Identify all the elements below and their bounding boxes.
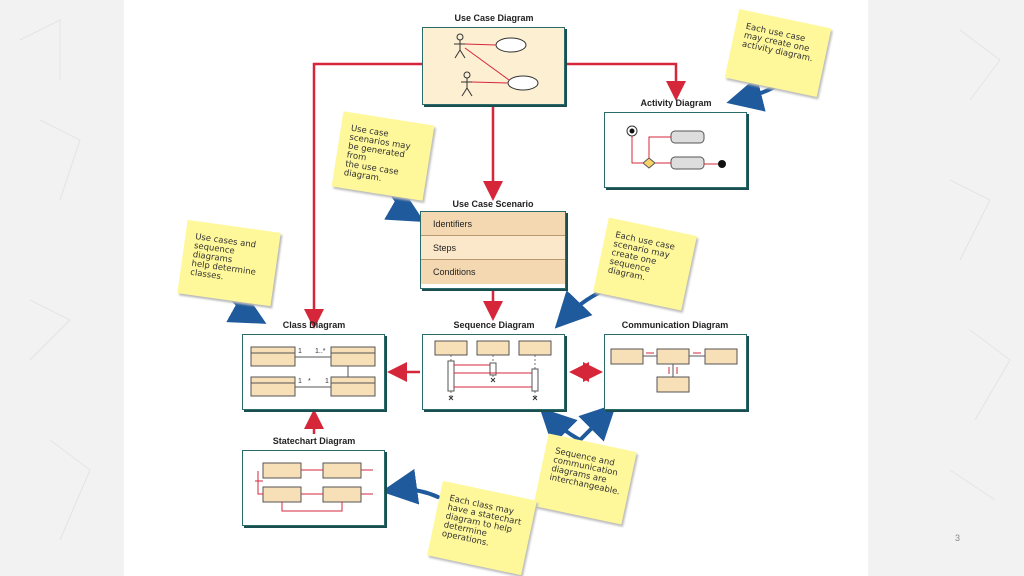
note-class: Use cases and sequence diagrams help det… — [177, 219, 281, 307]
page-number: 3 — [955, 533, 961, 543]
sequence-diagram-box — [422, 334, 565, 410]
use-case-diagram-box — [422, 27, 565, 105]
class-diagram-box: 1 1..* 1 * 1 — [242, 334, 385, 410]
sequence-diagram-title: Sequence Diagram — [453, 320, 535, 330]
communication-diagram-illustration — [610, 348, 738, 393]
communication-diagram-title: Communication Diagram — [621, 320, 729, 330]
communication-diagram-box — [604, 334, 747, 410]
sequence-diagram-illustration — [434, 340, 552, 401]
use-case-scenario-title: Use Case Scenario — [452, 199, 534, 209]
scenario-row-identifiers: Identifiers — [421, 212, 565, 236]
arrow-usecase-to-activity — [565, 62, 686, 101]
blue-arrow-interchange-right — [578, 403, 617, 442]
scenario-row-steps: Steps — [421, 236, 565, 260]
activity-diagram-title: Activity Diagram — [640, 98, 712, 108]
use-case-scenario-box: Identifiers Steps Conditions — [420, 211, 566, 289]
blue-arrow-interchange-left — [539, 407, 582, 446]
statechart-diagram-box — [242, 450, 385, 526]
class-diagram-illustration — [250, 346, 376, 397]
activity-diagram-box — [604, 112, 747, 188]
statechart-diagram-title: Statechart Diagram — [272, 436, 356, 446]
note-scenario: Use case scenarios may be generated from… — [331, 111, 435, 201]
use-case-diagram-illustration — [454, 33, 539, 97]
multiplicity-bottom-mid: * — [308, 378, 311, 385]
multiplicity-top-left: 1 — [298, 348, 302, 355]
multiplicity-bottom-left: 1 — [298, 378, 302, 385]
class-diagram-title: Class Diagram — [282, 320, 346, 330]
use-case-diagram-title: Use Case Diagram — [454, 13, 534, 23]
blue-arrow-statechart-note — [381, 468, 440, 505]
arrow-usecase-to-class — [304, 62, 422, 329]
scenario-row-conditions: Conditions — [421, 260, 565, 284]
activity-diagram-illustration — [626, 125, 726, 170]
multiplicity-bottom-right: 1 — [325, 378, 329, 385]
statechart-diagram-illustration — [255, 462, 373, 512]
multiplicity-top-right: 1..* — [315, 348, 326, 355]
